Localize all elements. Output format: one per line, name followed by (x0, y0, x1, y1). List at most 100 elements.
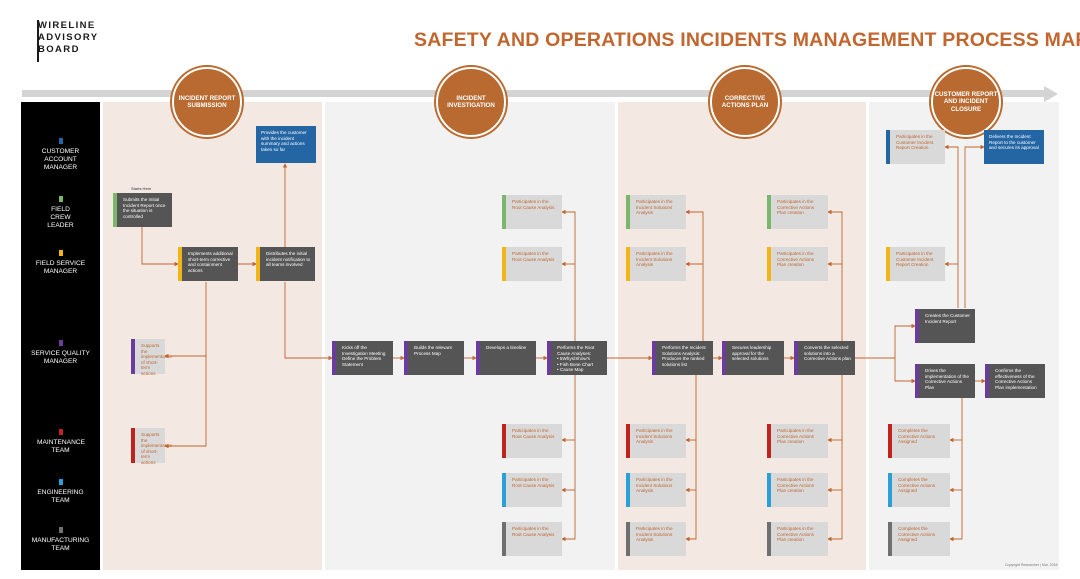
process-box-rca-fsm: Participates in the Root Cause Analysis (502, 247, 562, 281)
lanes-column: CUSTOMER ACCOUNT MANAGER FIELD CREW LEAD… (21, 102, 100, 570)
process-box-sol-fsm: Participates in the Incident Solutions A… (626, 247, 686, 281)
box-text: Supports the implementation of short-ter… (141, 343, 173, 376)
lane-tag (767, 195, 771, 229)
lane-tag (332, 341, 336, 375)
logo-line-1: WIRELINE (38, 20, 96, 31)
rca-item-text: 5Whys/Show's (559, 356, 590, 362)
phase-bg-submission (103, 102, 322, 570)
box-text: Participates in the Corrective Actions P… (777, 428, 815, 445)
lane-label: CUSTOMER ACCOUNT MANAGER (41, 148, 80, 171)
box-text: Secures leadership approval for the sele… (732, 345, 772, 362)
box-text: Participates in the Root Cause Analysis (512, 477, 555, 488)
box-text: Completes the Corrective Actions Assigne… (898, 526, 936, 543)
lane-tag (547, 341, 551, 375)
lane-maintenance-team: MAINTENANCE TEAM (21, 429, 100, 455)
lane-tag (985, 364, 989, 398)
process-box-sol-manufacturing: Participates in the Incident Solutions A… (626, 522, 686, 556)
process-box-rca-maintenance: Participates in the Root Cause Analysis (502, 424, 562, 458)
process-box-rca-manufacturing: Participates in the Root Cause Analysis (502, 522, 562, 556)
box-text: Provides the customer with the incident … (261, 130, 307, 152)
lane-tag (915, 309, 919, 343)
process-box-cap-fsm: Participates in the Corrective Actions P… (767, 247, 828, 281)
lane-color-marker (58, 138, 63, 144)
process-box-cap-manufacturing: Participates in the Corrective Actions P… (767, 522, 828, 556)
lane-tag (767, 424, 771, 458)
lane-color-marker (58, 250, 63, 256)
lane-label: ENGINEERING TEAM (37, 489, 84, 504)
starts-here-label: Starts Here (131, 186, 152, 191)
phase-circle-closure: CUSTOMER REPORT AND INCIDENT CLOSURE (931, 67, 1001, 137)
process-box-solutions-analysis: Performs the Incident Solutions Analysis… (652, 341, 713, 375)
box-text: Builds the relevant Process Map (414, 345, 452, 356)
lane-tag (888, 473, 892, 507)
lane-tag (767, 473, 771, 507)
rca-item-text: Fish Bone Chart (559, 361, 594, 367)
process-box-rca-engineering: Participates in the Root Cause Analysis (502, 473, 562, 507)
lane-label: FIELD SERVICE MANAGER (35, 260, 86, 275)
process-box-cir-fsm: Participates in the Customer Incident Re… (886, 247, 945, 281)
lane-tag (722, 341, 726, 375)
box-text: Participates in the Root Cause Analysis (512, 526, 555, 537)
timeline-arrow-head (1044, 86, 1058, 102)
lane-manufacturing-team: MANUFACTURING TEAM (21, 527, 100, 553)
box-text: Performs the Incident Solutions Analysis… (662, 345, 706, 367)
process-box-sol-fcl: Participates in the Incident Solutions A… (626, 195, 686, 229)
box-text: Develops a timeline (486, 345, 527, 350)
box-text: Confirms the effectiveness of the Correc… (995, 368, 1037, 390)
rca-item: • Cause Map (557, 367, 584, 373)
rca-item: • Fish Bone Chart (557, 361, 594, 367)
process-box-timeline: Develops a timeline (476, 341, 536, 375)
process-box-submit-report: Submits the Initial Incident Report once… (113, 193, 172, 227)
lane-label: SERVICE QUALITY MANAGER (31, 350, 90, 365)
box-text: Participates in the Incident Solutions A… (636, 428, 673, 445)
process-box-complete-maintenance: Completes the Corrective Actions Assigne… (888, 424, 950, 458)
lane-tag (626, 522, 630, 556)
box-text: Completes the Corrective Actions Assigne… (898, 477, 936, 494)
phase-circle-investigation: INCIDENT INVESTIGATION (436, 67, 506, 137)
box-text: Participates in the Customer Incident Re… (896, 251, 934, 268)
lane-tag (626, 247, 630, 281)
timeline-arrow-bar (22, 90, 1044, 97)
lane-tag (915, 364, 919, 398)
process-box-supports-sqm: Supports the implementation of short-ter… (131, 339, 172, 376)
lane-tag (502, 424, 506, 458)
process-box-cap-fcl: Participates in the Corrective Actions P… (767, 195, 828, 229)
box-text: Completes the Corrective Actions Assigne… (898, 428, 936, 445)
phase-bg-investigation (325, 102, 615, 570)
process-box-provides-summary: Provides the customer with the incident … (256, 126, 316, 163)
process-box-implements: Implements additional short-term correct… (178, 247, 238, 281)
lane-color-marker (58, 429, 63, 435)
lane-tag (113, 193, 117, 227)
box-text: Supports the implementation of short-ter… (141, 432, 173, 465)
phase-circle-submission: INCIDENT REPORT SUBMISSION (172, 67, 242, 137)
lane-tag (256, 247, 260, 281)
lane-tag (476, 341, 480, 375)
process-box-converts: Converts the selected solutions into a C… (794, 341, 855, 375)
process-box-kickoff: Kicks off the Investigation Meeting Defi… (332, 341, 393, 375)
process-box-drives-implementation: Drives the implementation of the Correct… (915, 364, 975, 398)
process-box-delivers-report: Delivers the Incident Report to the cust… (984, 130, 1044, 164)
box-text: Submits the Initial Incident Report once… (123, 197, 166, 219)
process-box-sol-maintenance: Participates in the Incident Solutions A… (626, 424, 686, 458)
lane-tag (888, 424, 892, 458)
box-text: Participates in the Root Cause Analysis (512, 199, 555, 210)
box-text: Performs the Root Cause Analyses: (557, 345, 595, 356)
lane-tag (626, 424, 630, 458)
process-box-confirms-effectiveness: Confirms the effectiveness of the Correc… (985, 364, 1045, 398)
lane-color-marker (58, 527, 63, 533)
process-box-sol-engineering: Participates in the Incident Solutions A… (626, 473, 686, 507)
lane-label: MAINTENANCE TEAM (37, 439, 85, 454)
rca-item: • 5Whys/Show's (557, 356, 590, 362)
phase-circle-corrective: CORRECTIVE ACTIONS PLAN (710, 67, 780, 137)
lane-tag (626, 195, 630, 229)
box-text: Delivers the Incident Report to the cust… (989, 134, 1039, 151)
lane-customer-account-manager: CUSTOMER ACCOUNT MANAGER (21, 138, 100, 172)
box-text: Participates in the Corrective Actions P… (777, 477, 815, 494)
box-text: Participates in the Corrective Actions P… (777, 251, 815, 268)
lane-tag (131, 428, 135, 463)
lane-tag (502, 195, 506, 229)
process-box-rca-fcl: Participates in the Root Cause Analysis (502, 195, 562, 229)
logo-bar (37, 20, 39, 62)
lane-tag (502, 247, 506, 281)
